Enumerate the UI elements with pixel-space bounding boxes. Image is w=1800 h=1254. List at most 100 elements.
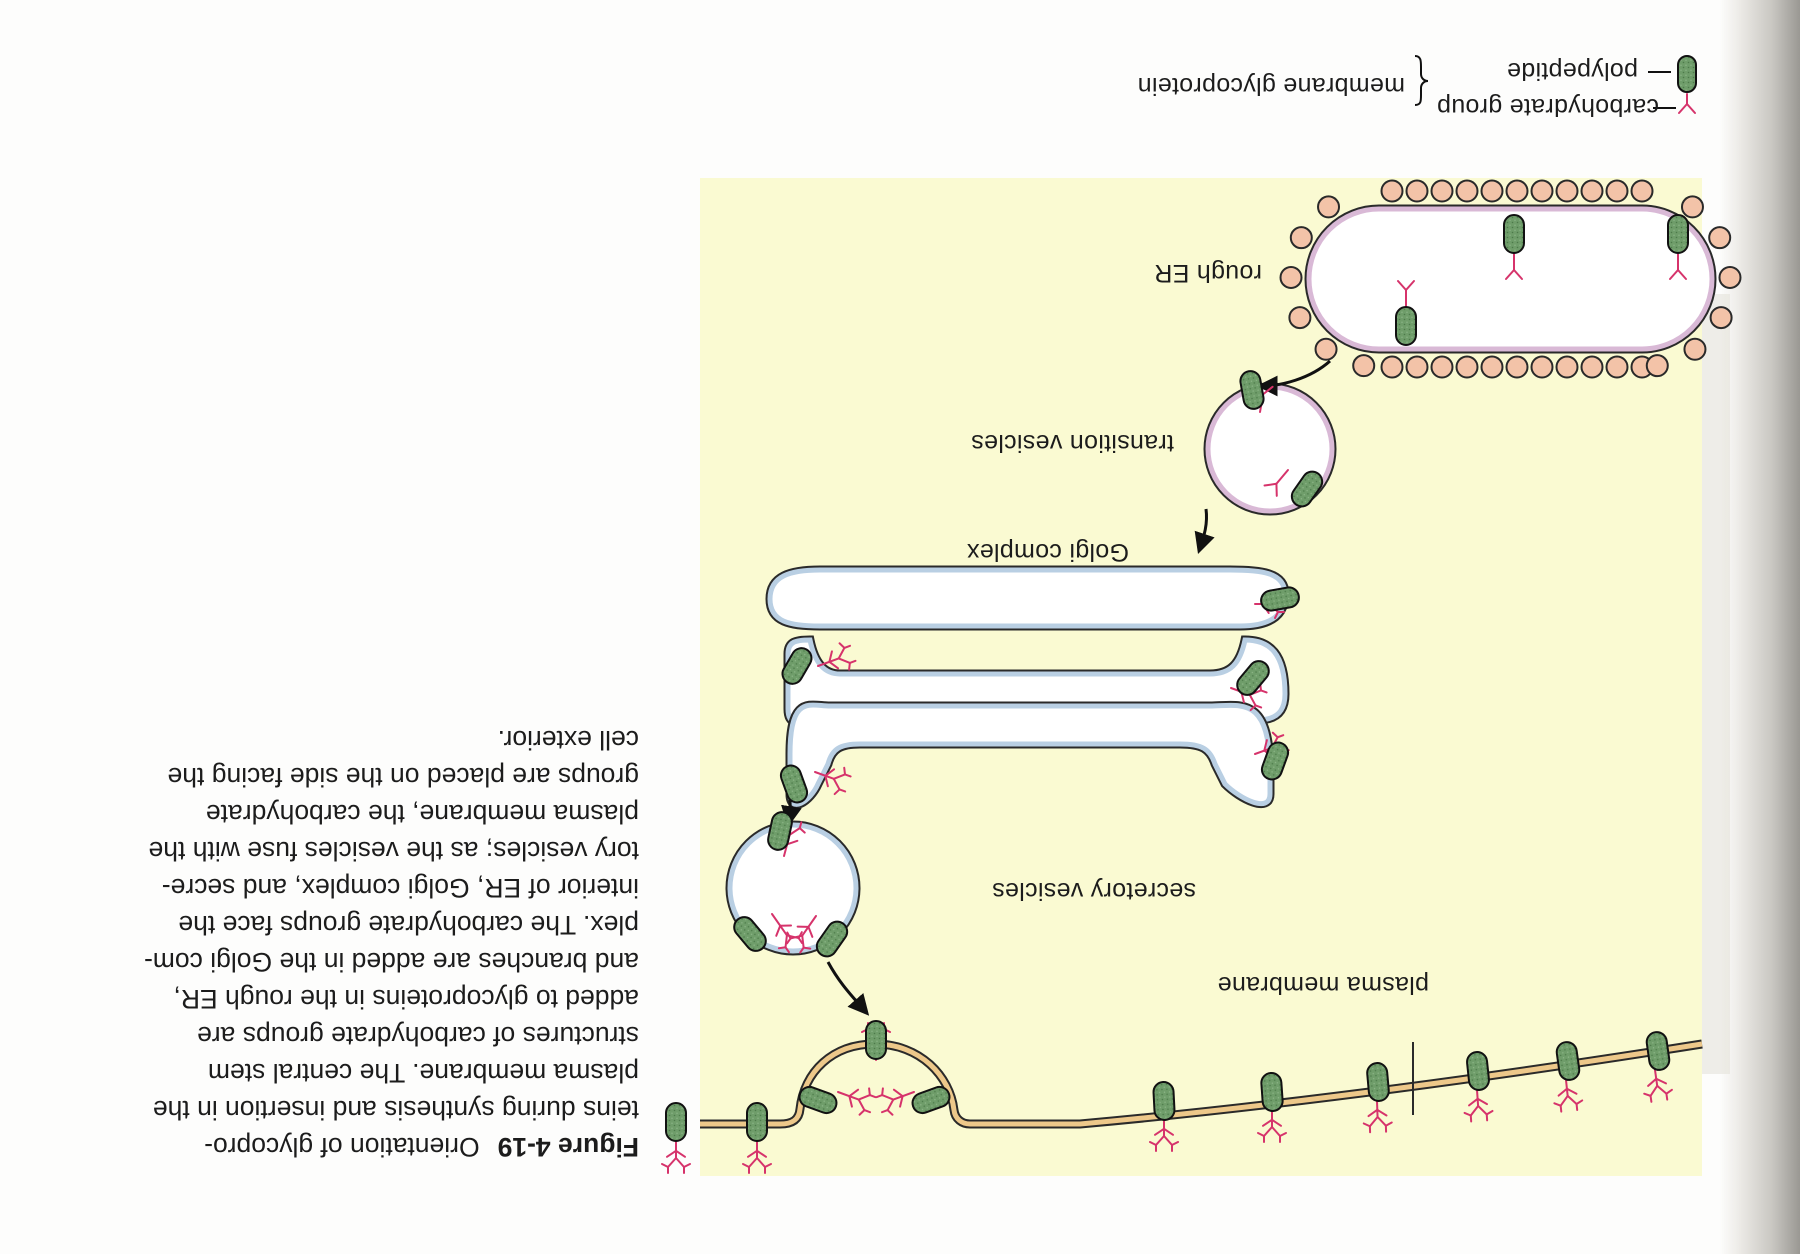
caption-line: plasma membrane, the carbohydrate xyxy=(205,799,639,829)
ribosome xyxy=(1288,306,1312,330)
ribosome xyxy=(1680,195,1704,219)
polypeptide xyxy=(665,1102,687,1142)
carbohydrate-group xyxy=(742,1141,772,1174)
carbohydrate-group xyxy=(1263,469,1289,497)
polypeptide xyxy=(815,920,849,958)
label-rough-er: rough ER xyxy=(1153,259,1262,287)
polypeptide xyxy=(1260,586,1300,612)
ribosome xyxy=(1605,355,1629,379)
ribosome xyxy=(1380,355,1404,379)
polypeptide xyxy=(779,764,809,804)
carbohydrate-group xyxy=(661,1141,691,1174)
polypeptide xyxy=(1503,214,1525,254)
polypeptide xyxy=(1667,214,1689,254)
carbohydrate-group xyxy=(771,913,804,954)
carbohydrate-group xyxy=(1643,1069,1673,1103)
legend-carbohydrate-label: carbohydrate group xyxy=(1436,93,1659,121)
carbohydrate-group xyxy=(1505,253,1523,280)
ribosomes xyxy=(1279,179,1742,379)
caption-line: plasma membrane. The central stem xyxy=(207,1058,639,1088)
legend-brace xyxy=(1414,55,1429,106)
caption-line: and branches are added in the Golgi com- xyxy=(144,947,639,977)
polypeptide xyxy=(1260,1072,1284,1112)
ribosome xyxy=(1352,354,1376,378)
ribosome xyxy=(1380,179,1404,203)
ribosome xyxy=(1430,355,1454,379)
golgi-cisterna xyxy=(787,702,1273,807)
carbohydrate-group xyxy=(1553,1079,1584,1113)
carbohydrate-group xyxy=(1669,253,1687,280)
arrow-secretory-to-membrane xyxy=(826,961,870,1016)
caption-line: added to glycoproteins in the rough ER, xyxy=(173,984,639,1014)
polypeptide xyxy=(1645,1031,1671,1071)
ribosome xyxy=(1455,355,1479,379)
ribosome xyxy=(1530,355,1554,379)
ribosome xyxy=(1314,337,1338,361)
membrane-glycoproteins xyxy=(661,214,1689,1174)
carbohydrate-group xyxy=(1463,1089,1494,1123)
ribosome xyxy=(1709,306,1733,330)
ribosome xyxy=(1555,355,1579,379)
polypeptide xyxy=(767,811,793,851)
golgi-complex xyxy=(765,565,1290,809)
ribosome xyxy=(1430,179,1454,203)
carbohydrate-group xyxy=(1257,1110,1287,1143)
arrow-transition-to-golgi xyxy=(1194,508,1215,554)
caption-line: groups are placed on the side facing the xyxy=(167,762,639,792)
ribosome xyxy=(1480,355,1504,379)
caption-line: tory vesicles; as the vesicles fuse with… xyxy=(148,836,639,866)
polypeptide xyxy=(1366,1062,1390,1102)
ribosome xyxy=(1480,179,1504,203)
ribosome xyxy=(1455,179,1479,203)
label-secretory-vesicles: secretory vesicles xyxy=(991,877,1196,905)
label-plasma-membrane: plasma membrane xyxy=(1217,971,1429,999)
carbohydrate-group xyxy=(1362,1100,1393,1134)
polypeptide xyxy=(746,1102,768,1142)
polypeptide xyxy=(1152,1081,1176,1121)
polypeptide xyxy=(1395,306,1417,346)
polypeptide xyxy=(1555,1041,1581,1081)
caption-line: structures of carbohydrate groups are xyxy=(197,1021,639,1051)
carbohydrate-group xyxy=(1397,280,1415,307)
legend-glycoprotein-symbol xyxy=(1414,55,1697,114)
ribosome xyxy=(1530,179,1554,203)
legend-membrane-glycoprotein-label: membrane glycoprotein xyxy=(1137,72,1405,100)
figure-number: Figure 4-19 xyxy=(497,1132,639,1162)
ribosome xyxy=(1405,179,1429,203)
ribosome xyxy=(1580,179,1604,203)
polypeptide xyxy=(1260,741,1290,781)
label-transition-vesicles: transition vesicles xyxy=(970,429,1174,457)
legend-polypeptide-label: polypeptide xyxy=(1506,57,1638,85)
caption-line: interior of ER, Golgi complex, and secre… xyxy=(161,873,639,903)
polypeptide xyxy=(798,1085,838,1115)
carbohydrate-group xyxy=(837,1087,877,1116)
ribosome xyxy=(1279,265,1303,289)
polypeptide xyxy=(865,1020,887,1060)
ribosome xyxy=(1555,179,1579,203)
polypeptide xyxy=(911,1085,951,1115)
ribosome xyxy=(1605,179,1629,203)
caption-line: Orientation of glycopro- xyxy=(204,1132,480,1162)
polypeptide xyxy=(781,647,813,685)
carbohydrate-group xyxy=(875,1087,915,1116)
ribosome xyxy=(1289,226,1313,250)
ribosome xyxy=(1580,355,1604,379)
carbohydrate-group xyxy=(786,915,817,954)
polypeptide xyxy=(733,916,767,952)
ribosome xyxy=(1708,226,1732,250)
polypeptide xyxy=(1466,1051,1490,1091)
carbohydrate-group xyxy=(1149,1119,1179,1152)
polypeptide xyxy=(1239,370,1265,410)
carbohydrate-group xyxy=(814,766,852,796)
label-golgi-complex: Golgi complex xyxy=(966,538,1129,566)
caption-line: plex. The carbohydrate groups face the xyxy=(178,910,639,940)
ribosome xyxy=(1645,354,1669,378)
caption-line: cell exterior. xyxy=(497,725,639,755)
arrow-er-to-transition xyxy=(1256,359,1332,397)
carbohydrate-group xyxy=(817,642,857,671)
carbohydrate-group xyxy=(1678,93,1696,114)
polypeptide xyxy=(1236,660,1270,696)
ribosome xyxy=(1505,355,1529,379)
